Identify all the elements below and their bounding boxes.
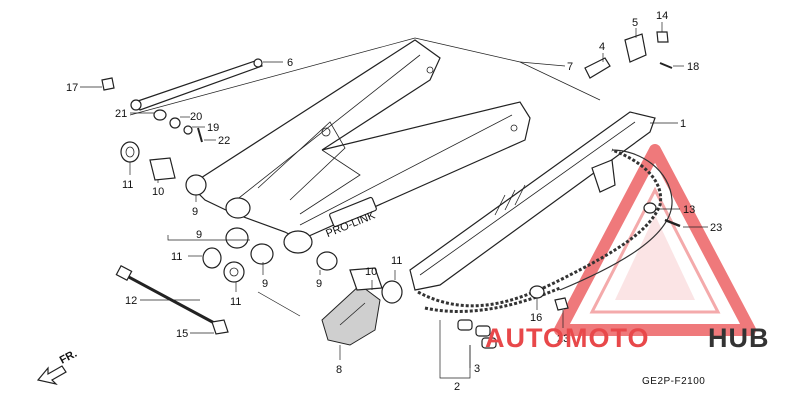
callout-9a: 9 xyxy=(192,206,198,218)
dust-seal-11c xyxy=(223,261,245,283)
washer-19 xyxy=(183,125,193,135)
swingarm-decal-plate xyxy=(329,196,377,228)
upper-brace xyxy=(130,58,263,111)
callout-11a: 11 xyxy=(122,179,133,191)
brand-left: AUTOMOTO xyxy=(485,323,650,353)
callout-23b: 23 xyxy=(557,333,569,345)
callout-1: 1 xyxy=(680,118,686,130)
callout-12: 12 xyxy=(125,295,137,307)
callout-11d: 11 xyxy=(391,255,402,267)
watermark-triangle xyxy=(554,144,756,336)
bearing-9d xyxy=(316,251,338,271)
callout-23a: 23 xyxy=(710,222,722,234)
bearing-parts xyxy=(120,141,403,304)
bearing-9c xyxy=(250,243,274,265)
brand-watermark: AUTOMOTO HUB xyxy=(485,323,770,353)
nut-14 xyxy=(656,31,669,43)
chain-slider xyxy=(321,284,381,346)
nut-15 xyxy=(211,319,229,335)
screw-18 xyxy=(659,62,673,69)
bearing-9b xyxy=(225,227,249,249)
callout-8: 8 xyxy=(336,364,342,376)
callout-17: 17 xyxy=(66,82,78,94)
collar-13 xyxy=(643,202,657,214)
callout-7: 7 xyxy=(567,61,573,73)
nut-20 xyxy=(169,117,181,129)
bolt-23a xyxy=(664,218,681,228)
callout-9b: 9 xyxy=(196,229,202,241)
callout-11b: 11 xyxy=(171,251,182,263)
dust-seal-11d xyxy=(381,280,403,304)
callout-10b: 10 xyxy=(365,266,377,278)
callout-19: 19 xyxy=(207,122,219,134)
callout-11c: 11 xyxy=(230,296,241,308)
callouts: 1 2 3 4 5 6 7 8 9 9 9 9 10 10 11 11 11 1… xyxy=(66,10,722,393)
washer-21 xyxy=(153,109,167,121)
callout-6: 6 xyxy=(287,57,293,69)
callout-18: 18 xyxy=(687,61,699,73)
callout-10a: 10 xyxy=(152,186,164,198)
callout-4: 4 xyxy=(599,41,605,53)
callout-13: 13 xyxy=(683,204,695,216)
direction-label: FR. xyxy=(58,348,79,367)
bearing-9a xyxy=(185,174,207,196)
callout-22: 22 xyxy=(218,135,230,147)
pin-22 xyxy=(197,127,203,143)
arrow-icon xyxy=(36,365,67,386)
callout-15: 15 xyxy=(176,328,188,340)
collar-10b xyxy=(349,267,383,291)
callout-9c: 9 xyxy=(262,278,268,290)
brand-right: HUB xyxy=(708,323,770,353)
bolt-17 xyxy=(101,77,115,91)
callout-20: 20 xyxy=(190,111,202,123)
pivot-boss-upper xyxy=(225,197,251,219)
pivot-boss-lower xyxy=(283,230,313,254)
callout-3: 3 xyxy=(474,363,480,375)
callout-9d: 9 xyxy=(316,278,322,290)
chain-case xyxy=(409,111,656,291)
front-direction-indicator: FR. xyxy=(36,348,79,386)
collar-16 xyxy=(529,285,545,299)
drive-chain xyxy=(417,148,673,313)
diagram-code: GE2P-F2100 xyxy=(642,376,705,387)
bolt-23b xyxy=(554,297,569,311)
dust-seal-11a xyxy=(120,141,140,163)
leader-lines xyxy=(80,22,708,379)
collar-10a xyxy=(149,157,176,181)
master-link xyxy=(457,319,497,349)
dust-seal-11b xyxy=(202,247,222,269)
adjuster-4 xyxy=(584,57,611,79)
bracket-5 xyxy=(624,33,647,63)
callout-2: 2 xyxy=(454,381,460,393)
callout-5: 5 xyxy=(632,17,638,29)
callout-14: 14 xyxy=(656,10,668,22)
hardware xyxy=(101,31,681,335)
callout-21: 21 xyxy=(115,108,127,120)
callout-16: 16 xyxy=(530,312,542,324)
